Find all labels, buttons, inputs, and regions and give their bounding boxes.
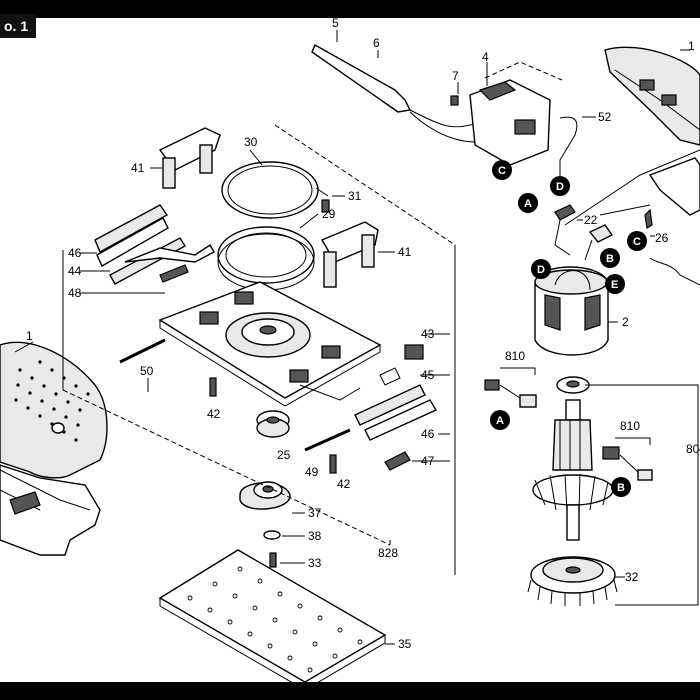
- label-41-right: 41: [398, 245, 412, 259]
- svg-text:B: B: [606, 253, 614, 265]
- parts-43-47: 43 45 46 47: [354, 327, 450, 471]
- svg-text:A: A: [496, 415, 504, 427]
- label-25: 25: [277, 448, 291, 462]
- label-1-left: 1: [26, 329, 33, 343]
- assembly-frame-828: 828: [62, 124, 456, 575]
- label-810-left: 810: [505, 349, 525, 363]
- callout-A-brush: A: [490, 410, 510, 430]
- svg-text:C: C: [633, 236, 641, 248]
- label-38: 38: [308, 529, 322, 543]
- callout-B-top: B: [600, 248, 620, 268]
- svg-text:D: D: [556, 181, 564, 193]
- label-33: 33: [308, 556, 322, 570]
- label-50: 50: [140, 364, 154, 378]
- base-plate-assembly: [158, 281, 382, 407]
- label-43: 43: [421, 327, 435, 341]
- pad-holes: [187, 566, 363, 673]
- label-828: 828: [378, 546, 398, 560]
- pins-and-bearing: 50 42 25 49 42: [119, 338, 351, 491]
- exploded-parts-diagram: 1 46 44 48 41: [0, 18, 700, 682]
- callout-B-brush: B: [611, 477, 631, 497]
- label-5: 5: [332, 18, 339, 30]
- label-37: 37: [308, 506, 322, 520]
- label-41-left: 41: [131, 161, 145, 175]
- label-44: 44: [68, 264, 82, 278]
- armature-80: 80 32: [527, 376, 700, 606]
- label-4: 4: [482, 50, 489, 64]
- carbon-brushes-810-b: 810: [602, 419, 653, 481]
- label-7: 7: [452, 69, 459, 83]
- svg-text:C: C: [498, 165, 506, 177]
- counterweight-pad-assembly: 37 38 33 35: [158, 481, 412, 682]
- reference-callouts: C D A C B D E A B: [490, 160, 647, 497]
- label-1-top: 1: [688, 39, 695, 53]
- callout-D-switch: D: [550, 176, 570, 196]
- label-32: 32: [625, 570, 639, 584]
- label-47: 47: [421, 454, 435, 468]
- svg-text:D: D: [537, 264, 545, 276]
- label-48: 48: [68, 286, 82, 300]
- label-46-right: 46: [421, 427, 435, 441]
- svg-text:A: A: [524, 198, 532, 210]
- callout-C-right: C: [627, 231, 647, 251]
- svg-text:E: E: [611, 279, 618, 291]
- figure-tag: o. 1: [0, 14, 37, 38]
- label-80: 80: [686, 442, 700, 456]
- bracket-41-left: 41: [131, 127, 221, 189]
- label-46-upper: 46: [68, 246, 82, 260]
- label-42-left: 42: [207, 407, 221, 421]
- bracket-41-right: 41: [320, 221, 412, 288]
- vent-dots: [14, 360, 90, 442]
- carbon-brushes-810-a: 810: [484, 349, 537, 408]
- screw-31: 31: [321, 189, 362, 213]
- svg-text:B: B: [617, 482, 625, 494]
- label-810-right: 810: [620, 419, 640, 433]
- label-2: 2: [622, 315, 629, 329]
- sander-housing-top-right: 1: [564, 39, 700, 226]
- label-31: 31: [348, 189, 362, 203]
- sander-housing-left: 1: [0, 329, 108, 556]
- callout-C-switch: C: [492, 160, 512, 180]
- callout-D-coil: D: [531, 259, 551, 279]
- label-35: 35: [398, 637, 412, 651]
- label-22: 22: [584, 213, 598, 227]
- label-52: 52: [598, 110, 612, 124]
- label-6: 6: [373, 36, 380, 50]
- label-49: 49: [305, 465, 319, 479]
- seal-rings-30-29: 30 29: [217, 135, 336, 291]
- label-26: 26: [655, 231, 669, 245]
- callout-E: E: [605, 274, 625, 294]
- label-45: 45: [421, 368, 435, 382]
- brush-plates-46-44-48: 46 44 48: [62, 204, 215, 390]
- power-cord-5-6: 5 6: [311, 18, 501, 143]
- switch-4: 7 4 52: [450, 50, 612, 185]
- label-42-right: 42: [337, 477, 351, 491]
- diagram-canvas: 1 46 44 48 41: [0, 18, 700, 682]
- callout-A-top: A: [518, 193, 538, 213]
- terminals-22-26: 22 26: [554, 204, 700, 286]
- label-30: 30: [244, 135, 258, 149]
